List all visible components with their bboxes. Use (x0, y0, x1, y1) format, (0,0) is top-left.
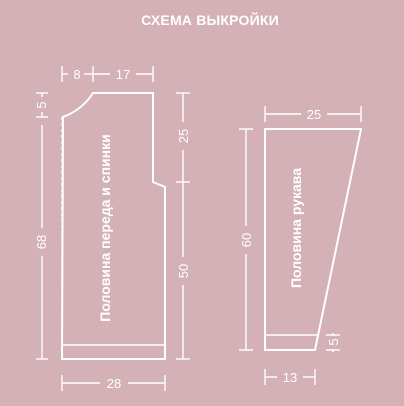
body-piece-label: Половина переда и спинки (97, 134, 113, 321)
sleeve-left-dimension: 60 (239, 128, 254, 351)
sleeve-top-dimension: 25 (264, 106, 362, 122)
body-piece: Половина переда и спинки (60, 92, 166, 360)
diagram-title: СХЕМА ВЫКРОЙКИ (141, 11, 279, 28)
dim-cuff-height: 5 (326, 338, 341, 345)
sleeve-bottom-dimension: 13 (264, 369, 316, 385)
dim-neck-depth: 5 (34, 101, 49, 108)
body-top-dimension: 8 17 (61, 66, 154, 82)
dim-shoulder-width: 17 (116, 67, 130, 82)
dim-sleeve-top-width: 25 (307, 107, 321, 122)
sleeve-outline (264, 128, 363, 351)
dim-bottom-width: 28 (107, 376, 121, 391)
body-right-dimension: 25 50 (176, 92, 191, 360)
dim-total-length: 68 (34, 235, 49, 249)
body-left-dimension: 5 68 (34, 92, 49, 360)
sleeve-right-dimension: 5 (326, 333, 341, 352)
dim-side-length: 50 (176, 264, 191, 278)
body-bottom-dimension: 28 (61, 375, 166, 391)
dim-armhole-height: 25 (176, 129, 191, 143)
dim-neck-width: 8 (73, 67, 80, 82)
sleeve-piece: Половина рукава (264, 128, 363, 351)
body-outline (60, 92, 166, 360)
dim-sleeve-length: 60 (239, 233, 254, 247)
sleeve-piece-label: Половина рукава (288, 168, 304, 288)
dim-sleeve-bottom-width: 13 (283, 370, 297, 385)
